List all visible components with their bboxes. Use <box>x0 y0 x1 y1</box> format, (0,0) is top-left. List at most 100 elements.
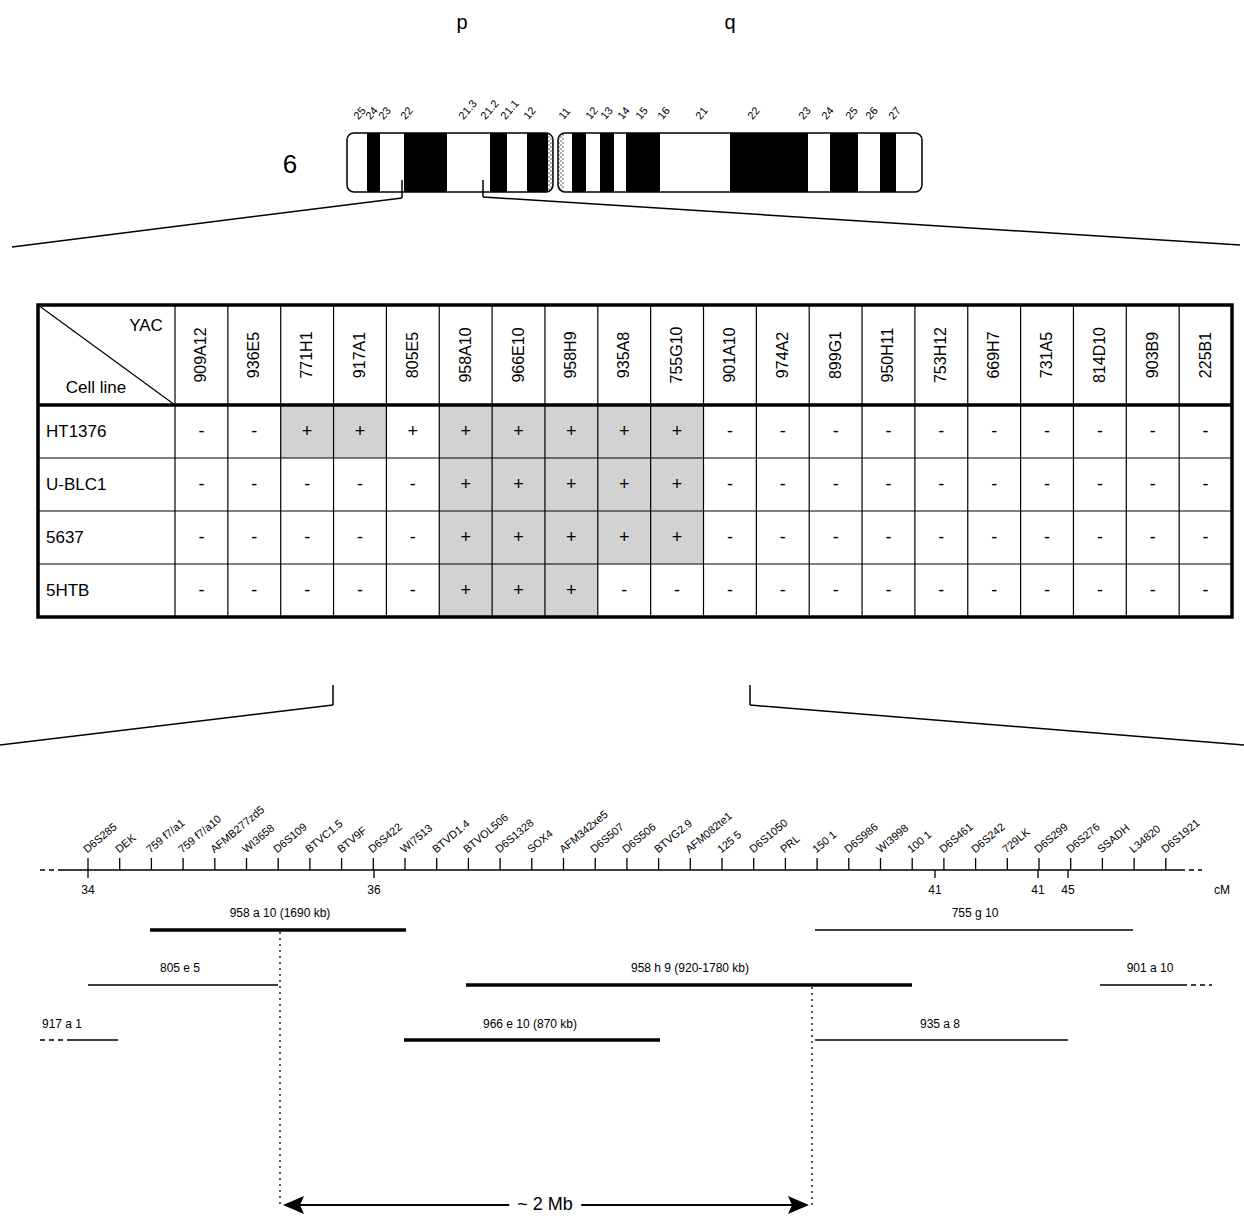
yac-clone-label: 917 a 1 <box>42 1017 82 1031</box>
shaded-cell <box>281 405 334 458</box>
table-grid <box>756 305 757 617</box>
marker-tick <box>499 858 500 870</box>
band-number: 21.2 <box>478 97 502 122</box>
table-cell: + <box>566 474 577 496</box>
yac-name: 669H7 <box>985 331 1004 378</box>
band-number: 21.1 <box>498 97 522 122</box>
yac-name: 950H11 <box>879 328 898 383</box>
table-cell: - <box>727 527 733 549</box>
shaded-cell <box>439 458 492 511</box>
marker-tick <box>278 858 279 870</box>
marker-name: D6S299 <box>1032 820 1071 856</box>
cell-line-name: HT1376 <box>46 421 106 441</box>
marker-tick <box>816 858 817 870</box>
table-cell: - <box>1203 421 1209 443</box>
band-number: 15 <box>633 104 651 122</box>
marker-tick <box>785 858 786 870</box>
yac-name: 753H12 <box>932 327 951 383</box>
boundary-dotted-line <box>811 987 812 1205</box>
marker-tick <box>658 858 659 870</box>
table-cell: - <box>1150 527 1156 549</box>
table-cell: + <box>672 421 683 443</box>
shaded-cell <box>545 564 598 617</box>
yac-clone-line <box>466 983 912 987</box>
table-cell: - <box>1097 474 1103 496</box>
yac-name: 771H1 <box>298 331 317 378</box>
header-label: YAC <box>129 316 163 336</box>
table-cell: - <box>357 527 363 549</box>
table-cell: + <box>619 474 630 496</box>
yac-name: 958H9 <box>562 331 581 378</box>
band-number: 27 <box>886 104 904 122</box>
table-grid <box>1126 305 1127 617</box>
marker-tick <box>626 858 627 870</box>
cell-line-name: U-BLC1 <box>46 474 106 494</box>
table-cell: + <box>513 580 524 602</box>
dark-band <box>367 133 380 192</box>
table-cell: - <box>1097 421 1103 443</box>
marker-tick <box>563 858 564 870</box>
yac-clone-line <box>40 1039 70 1040</box>
table-cell: - <box>1203 474 1209 496</box>
map-axis <box>58 869 1180 871</box>
table-cell: + <box>460 527 471 549</box>
arrow-head <box>788 1196 809 1214</box>
marker-tick <box>595 858 596 870</box>
marker-tick <box>468 858 469 870</box>
table-cell: - <box>1044 527 1050 549</box>
header-label: Cell line <box>66 378 126 398</box>
table-grid <box>544 305 545 617</box>
table-cell: - <box>304 527 310 549</box>
table-cell: - <box>938 527 944 549</box>
cm-value: 41 <box>1031 883 1044 897</box>
dark-band <box>404 133 447 192</box>
marker-tick <box>341 858 342 870</box>
table-cell: - <box>991 421 997 443</box>
cm-tick <box>87 870 88 878</box>
band-number: 21.3 <box>456 97 480 122</box>
band-number: 23 <box>376 104 394 122</box>
yac-name: 966E10 <box>509 327 528 382</box>
table-grid <box>1073 305 1074 617</box>
table-header-rule <box>38 403 1232 407</box>
marker-name: 150 1 <box>810 828 840 856</box>
zoom-line <box>401 180 403 198</box>
table-cell: + <box>355 421 366 443</box>
table-cell: - <box>780 527 786 549</box>
table-cell: - <box>780 580 786 602</box>
table-cell: - <box>938 421 944 443</box>
table-cell: - <box>727 474 733 496</box>
table-cell: - <box>991 474 997 496</box>
table-grid <box>1020 305 1021 617</box>
table-cell: - <box>1044 580 1050 602</box>
table-cell: - <box>410 474 416 496</box>
band-number: 26 <box>863 104 881 122</box>
header-diagonal <box>38 305 175 405</box>
table-cell: - <box>833 580 839 602</box>
marker-name: SSADH <box>1095 822 1133 856</box>
zoom-line <box>750 705 1244 745</box>
shaded-cell <box>545 458 598 511</box>
table-grid <box>967 305 968 617</box>
table-cell: + <box>619 421 630 443</box>
table-cell: - <box>780 421 786 443</box>
table-grid <box>703 305 704 617</box>
shaded-cell <box>651 511 704 564</box>
arm-label: p <box>456 10 467 34</box>
chromosome-number: 6 <box>283 149 297 180</box>
table-cell: - <box>1097 580 1103 602</box>
marker-tick <box>975 858 976 870</box>
marker-name: L34820 <box>1127 822 1164 856</box>
table-cell: - <box>251 527 257 549</box>
map-axis <box>40 869 58 871</box>
table-cell: - <box>833 474 839 496</box>
band-number: 12 <box>521 104 539 122</box>
band-number: 23 <box>796 104 814 122</box>
band-number: 14 <box>615 104 633 122</box>
marker-tick <box>119 858 120 870</box>
table-grid <box>1179 305 1180 617</box>
table-cell: - <box>251 474 257 496</box>
marker-tick <box>690 858 691 870</box>
shaded-cell <box>492 511 545 564</box>
boundary-dotted-line <box>279 932 280 1205</box>
